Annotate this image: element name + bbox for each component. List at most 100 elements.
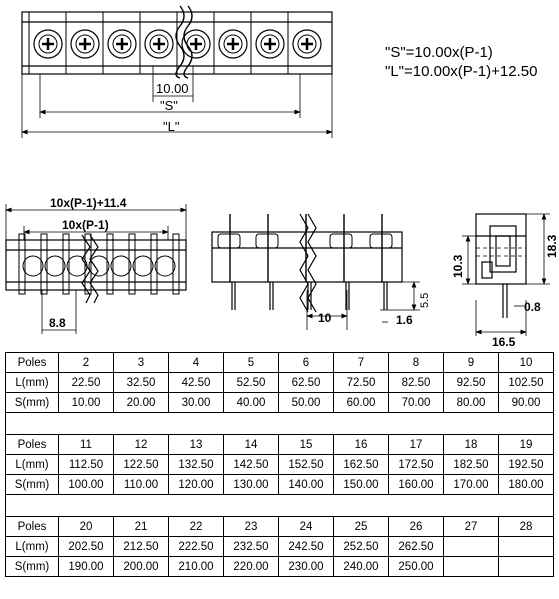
formula-l: "L"=10.00x(P-1)+12.50 <box>385 63 538 80</box>
table-cell: 132.50 <box>168 454 224 475</box>
table-cell: 232.50 <box>223 536 279 557</box>
table-cell: 202.50 <box>58 536 114 557</box>
table-cell: 252.50 <box>333 536 389 557</box>
table-cell: 5 <box>223 352 279 373</box>
table-cell: 20.00 <box>113 392 169 413</box>
row-label: Poles <box>5 434 59 455</box>
table-cell: 80.00 <box>443 392 499 413</box>
table-cell: 210.00 <box>168 556 224 577</box>
table-cell: 112.50 <box>58 454 114 475</box>
table-cell: 60.00 <box>333 392 389 413</box>
formula-s: "S"=10.00x(P-1) <box>385 44 493 61</box>
table-cell: 182.50 <box>443 454 499 475</box>
table-cell: 23 <box>223 516 279 537</box>
table-cell: 92.50 <box>443 372 499 393</box>
table-cell: 17 <box>388 434 444 455</box>
table-cell: 100.00 <box>58 474 114 495</box>
table-cell <box>443 556 499 577</box>
table-cell <box>498 556 554 577</box>
table-cell: 10 <box>498 352 554 373</box>
table-cell <box>498 536 554 557</box>
table-cell: 120.00 <box>168 474 224 495</box>
row-label: S(mm) <box>5 474 59 495</box>
table-cell: 212.50 <box>113 536 169 557</box>
row-label: L(mm) <box>5 454 59 475</box>
table-cell: 150.00 <box>333 474 389 495</box>
table-cell: 26 <box>388 516 444 537</box>
row-label: Poles <box>5 516 59 537</box>
table-cell: 70.00 <box>388 392 444 413</box>
row-label: L(mm) <box>5 372 59 393</box>
table-cell: 27 <box>443 516 499 537</box>
front-overall-label: 10x(P-1)+11.4 <box>50 196 127 210</box>
table-cell: 50.00 <box>278 392 334 413</box>
table-cell: 72.50 <box>333 372 389 393</box>
table-cell: 24 <box>278 516 334 537</box>
table-cell: 18 <box>443 434 499 455</box>
table-cell: 3 <box>113 352 169 373</box>
table-cell: 220.00 <box>223 556 279 577</box>
end-h1-label: 10.3 <box>451 254 465 278</box>
technical-drawing: 10.00 "S" "L" 10x(P-1)+11.4 10x(P-1) 8.8 <box>5 5 559 349</box>
top-s-label: "S" <box>160 98 178 113</box>
table-cell: 142.50 <box>223 454 279 475</box>
table-cell: 242.50 <box>278 536 334 557</box>
table-cell: 170.00 <box>443 474 499 495</box>
table-cell: 19 <box>498 434 554 455</box>
table-cell: 230.00 <box>278 556 334 577</box>
row-label: S(mm) <box>5 556 59 577</box>
table-cell: 28 <box>498 516 554 537</box>
table-spacer <box>5 412 554 435</box>
table-cell: 200.00 <box>113 556 169 577</box>
table-cell: 22.50 <box>58 372 114 393</box>
table-cell: 262.50 <box>388 536 444 557</box>
row-label: Poles <box>5 352 59 373</box>
side-pinw-label: 1.6 <box>396 313 413 327</box>
table-cell <box>443 536 499 557</box>
table-cell: 9 <box>443 352 499 373</box>
table-cell: 4 <box>168 352 224 373</box>
top-pitch-label: 10.00 <box>156 81 189 96</box>
table-cell: 2 <box>58 352 114 373</box>
table-cell: 250.00 <box>388 556 444 577</box>
row-label: S(mm) <box>5 392 59 413</box>
table-cell: 152.50 <box>278 454 334 475</box>
table-cell: 40.00 <box>223 392 279 413</box>
end-view <box>462 213 550 336</box>
table-cell: 21 <box>113 516 169 537</box>
table-cell: 10.00 <box>58 392 114 413</box>
table-cell: 20 <box>58 516 114 537</box>
table-cell: 12 <box>113 434 169 455</box>
table-cell: 140.00 <box>278 474 334 495</box>
table-spacer <box>5 494 554 517</box>
row-label: L(mm) <box>5 536 59 557</box>
table-cell: 7 <box>333 352 389 373</box>
end-w-label: 16.5 <box>492 335 516 349</box>
table-cell: 30.00 <box>168 392 224 413</box>
end-t-label: 0.8 <box>524 300 541 314</box>
table-cell: 11 <box>58 434 114 455</box>
table-cell: 90.00 <box>498 392 554 413</box>
table-cell: 42.50 <box>168 372 224 393</box>
front-width-label: 8.8 <box>49 316 66 330</box>
front-span-label: 10x(P-1) <box>62 218 109 232</box>
table-cell: 240.00 <box>333 556 389 577</box>
table-cell: 16 <box>333 434 389 455</box>
table-cell: 82.50 <box>388 372 444 393</box>
table-cell: 122.50 <box>113 454 169 475</box>
table-cell: 222.50 <box>168 536 224 557</box>
table-cell: 190.00 <box>58 556 114 577</box>
table-cell: 180.00 <box>498 474 554 495</box>
table-cell: 15 <box>278 434 334 455</box>
side-pinlen-label: 5.5 <box>419 293 431 308</box>
side-view <box>211 213 420 330</box>
side-pitch-label: 10 <box>318 311 332 325</box>
table-cell: 32.50 <box>113 372 169 393</box>
